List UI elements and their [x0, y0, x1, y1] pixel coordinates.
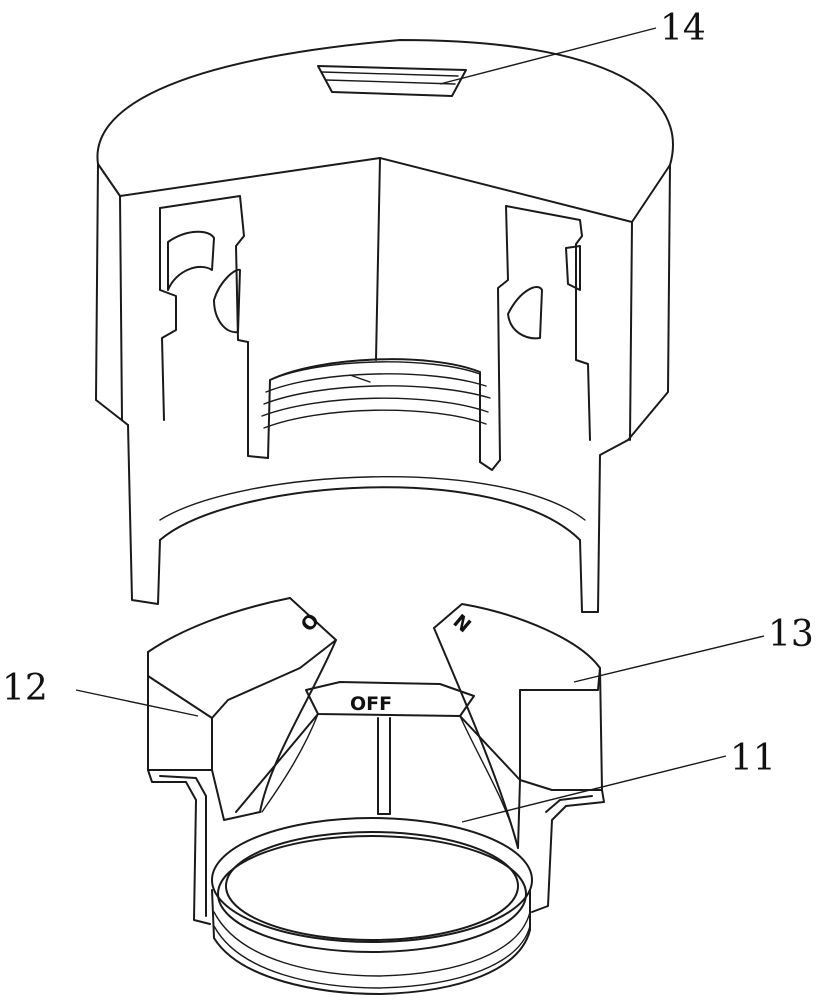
- label-14: 14: [660, 8, 706, 49]
- leader-14: [440, 28, 656, 84]
- leader-lines: [76, 28, 764, 822]
- label-12: 12: [2, 668, 48, 709]
- cap-part-14: [96, 40, 673, 612]
- label-11: 11: [730, 738, 776, 779]
- leader-11: [462, 756, 726, 822]
- marking-off: OFF: [350, 693, 392, 715]
- label-13: 13: [768, 614, 814, 655]
- leader-13: [574, 636, 764, 682]
- knob-assembly: [148, 598, 604, 994]
- leader-12: [76, 690, 198, 716]
- marking-right-tab: N: [449, 610, 475, 637]
- marking-left-tab: O: [297, 609, 324, 636]
